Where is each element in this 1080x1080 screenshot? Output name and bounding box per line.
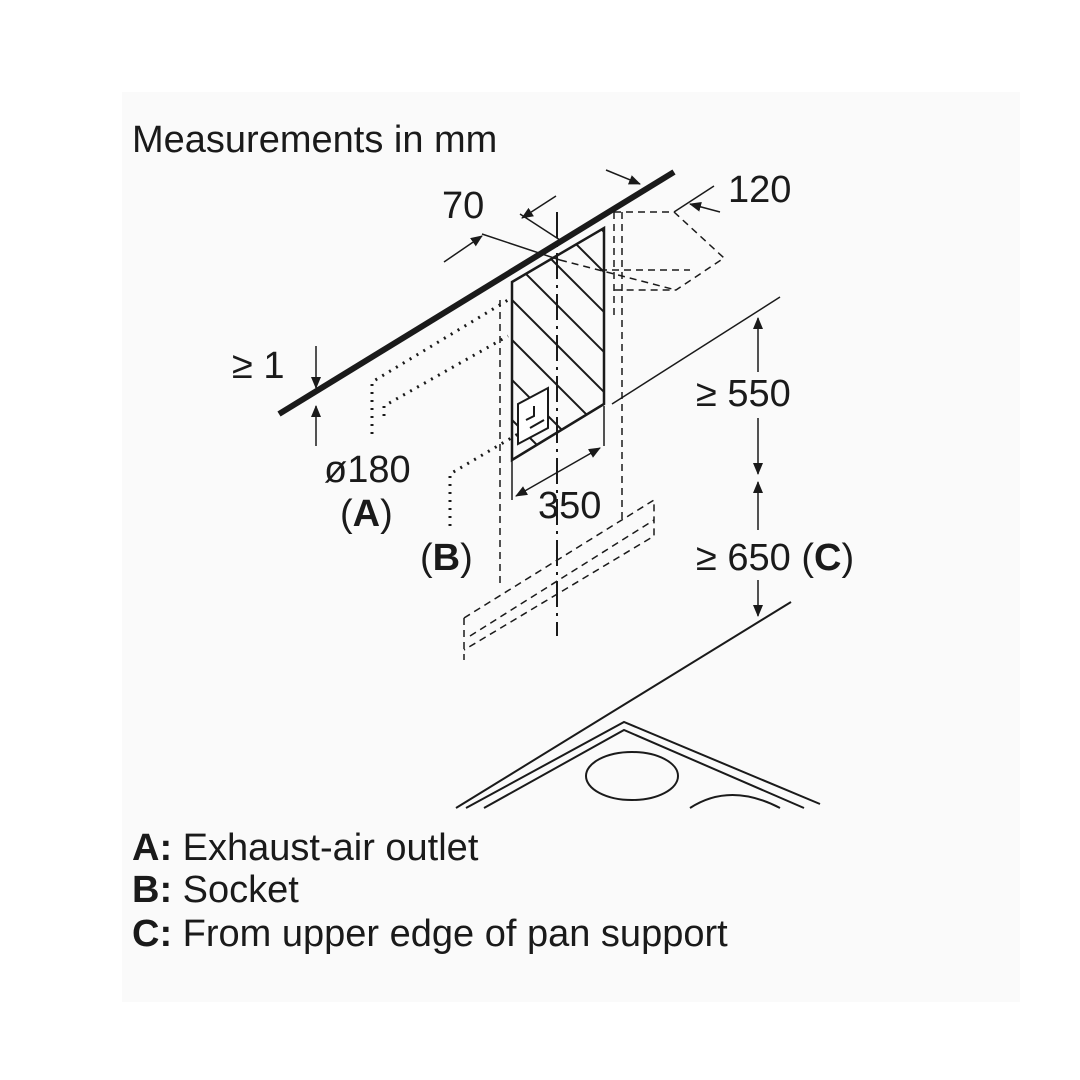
legend-item-b: B: Socket <box>132 869 299 911</box>
socket-box <box>517 386 549 446</box>
dimension-min-1-label: ≥ 1 <box>232 345 285 387</box>
marker-b-label: (B) <box>420 537 473 579</box>
dimension-350-label: 350 <box>538 485 601 527</box>
ceiling-line <box>277 169 676 417</box>
cooktop <box>465 720 821 809</box>
diagram-title: Measurements in mm <box>132 119 497 161</box>
dimension-350 <box>511 406 605 500</box>
dimension-min-550-label: ≥ 550 <box>696 373 791 415</box>
legend-item-c: C: From upper edge of pan support <box>132 913 728 955</box>
legend: A: Exhaust-air outlet B: Socket C: From … <box>132 827 728 955</box>
diagram-panel <box>122 92 1020 1002</box>
marker-a-label: (A) <box>340 493 393 535</box>
socket-path <box>448 432 519 526</box>
wall-edge-lower <box>455 601 792 809</box>
dimension-70 <box>443 195 561 263</box>
dimension-120-label: 120 <box>728 169 791 211</box>
dimension-min-650-label: ≥ 650 (C) <box>696 537 854 579</box>
exhaust-duct-path <box>370 298 509 434</box>
hood-canopy-outline <box>559 211 726 520</box>
dimension-70-label: 70 <box>442 185 484 227</box>
legend-item-a: A: Exhaust-air outlet <box>132 827 479 869</box>
dimension-120 <box>605 169 721 213</box>
duct-diameter-label: ø180 <box>324 449 411 491</box>
hood-bottom-outline <box>463 300 655 660</box>
wall-edge-upper <box>611 296 781 405</box>
